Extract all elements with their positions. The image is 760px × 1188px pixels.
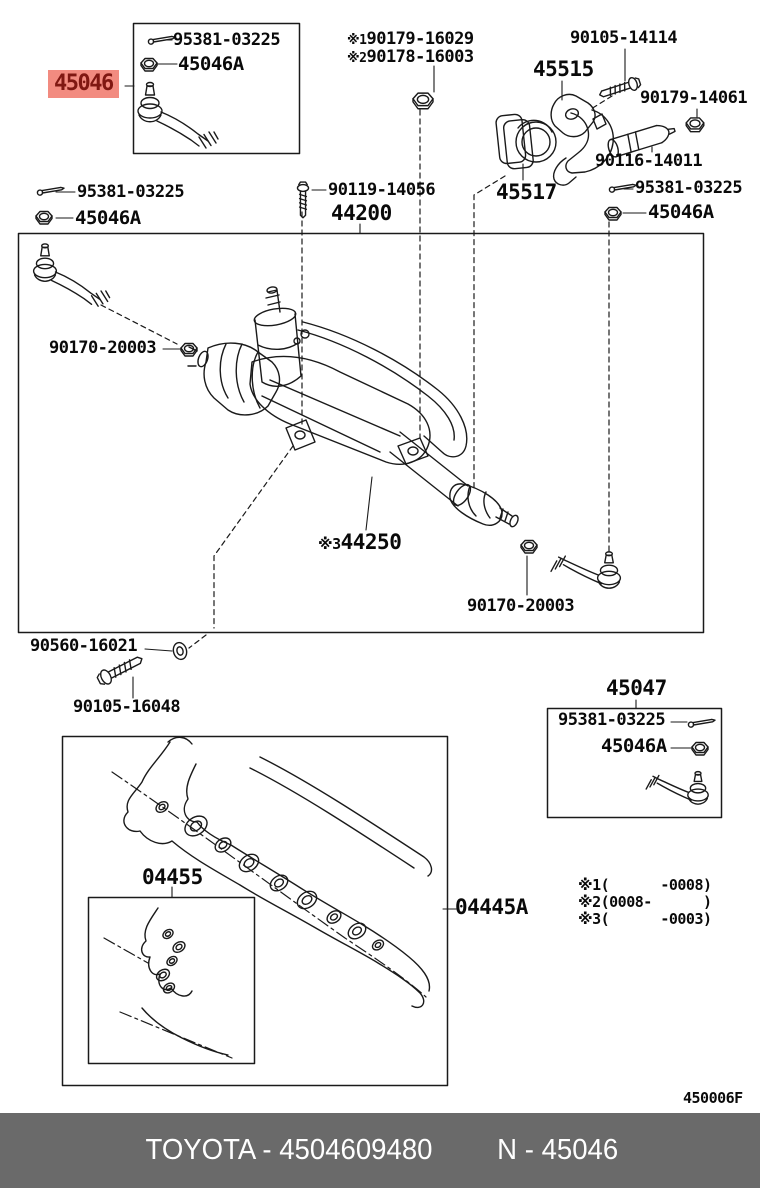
gasket-kit-inner-box (89, 898, 255, 1064)
bracket-bolt-icon (296, 181, 310, 219)
label-cotter-pin-tl[interactable]: 95381-03225 (173, 30, 281, 50)
castle-nut-icon (35, 210, 53, 225)
tie-rod-end-drawing (32, 243, 111, 307)
ref2-number: 90178-16003 (366, 47, 474, 67)
label-clamp-bolt[interactable]: 90105-14114 (570, 28, 678, 48)
label-nut-ref1[interactable]: ※190179-16029 (347, 29, 474, 49)
ref3-marker: ※3 (318, 535, 341, 553)
gasket-kit-drawing (124, 737, 432, 1007)
collar-drawing (606, 121, 677, 158)
mount-bolt-icon (94, 651, 147, 689)
label-clamp[interactable]: 45515 (533, 57, 594, 81)
label-tie-rod-kit[interactable]: 45047 (606, 676, 667, 700)
label-tie-rod-nut-bottom[interactable]: 90170-20003 (467, 596, 575, 616)
cotter-pin-icon (687, 718, 716, 728)
figure-code: 450006F (683, 1089, 743, 1107)
castle-nut-icon (140, 57, 158, 72)
castle-nut-icon (691, 741, 709, 756)
label-clamp-nut[interactable]: 90179-14061 (640, 88, 748, 108)
label-castle-nut-right[interactable]: 45046A (648, 201, 714, 223)
gasket-kit-box (63, 737, 448, 1086)
rack-clamp-drawing (551, 94, 613, 185)
note-ref3-range: ※3( -0003) (578, 910, 712, 928)
ref2-marker: ※2 (347, 51, 367, 66)
footer-brand-part-number: TOYOTA - 4504609480 (145, 1134, 433, 1166)
tie-rod-end-drawing (137, 81, 219, 149)
label-rack[interactable]: ※344250 (318, 530, 402, 554)
label-gasket-kit[interactable]: 04455 (142, 865, 203, 889)
label-kit-cotter-pin[interactable]: 95381-03225 (558, 710, 666, 730)
label-mount-bolt[interactable]: 90105-16048 (73, 697, 181, 717)
frame-boxes (19, 24, 722, 1086)
label-bracket-bolt[interactable]: 90119-14056 (328, 180, 436, 200)
nut-icon (685, 117, 705, 133)
cotter-pin-icon (36, 186, 65, 196)
leader-lines (56, 40, 697, 909)
label-tie-rod-nut-left[interactable]: 90170-20003 (49, 338, 157, 358)
gasket-kit-inner-drawing (142, 908, 228, 1055)
selected-part-label[interactable]: 45046 (48, 70, 119, 99)
label-cotter-pin-left[interactable]: 95381-03225 (77, 182, 185, 202)
dash-dot-centerlines (104, 772, 426, 1058)
label-gear-assembly[interactable]: 44200 (331, 201, 392, 225)
label-kit-castle-nut[interactable]: 45046A (601, 735, 667, 757)
washer-icon (170, 640, 190, 662)
label-nut-ref2[interactable]: ※290178-16003 (347, 47, 474, 67)
label-bushing[interactable]: 45517 (496, 180, 557, 204)
ref1-number: 90179-16029 (366, 29, 474, 49)
tie-rod-end-drawing (645, 771, 709, 805)
tie-rod-kit-box (548, 709, 722, 818)
ref1-marker: ※1 (347, 33, 367, 48)
tie-rod-detail-box (134, 24, 300, 154)
footer-part-ref: N - 45046 (497, 1134, 619, 1166)
tie-rod-end-drawing (550, 551, 622, 589)
cotter-pin-icon (608, 183, 637, 193)
castle-nut-icon (604, 206, 622, 221)
main-assembly-box (19, 234, 704, 633)
steering-rack-drawing (188, 286, 520, 528)
dashed-leader-lines (101, 96, 612, 648)
label-gasket-kit-b[interactable]: 04445A (455, 895, 528, 919)
note-ref1-range: ※1( -0008) (578, 876, 712, 894)
rack-number: 44250 (340, 530, 402, 554)
rack-bushing-drawing (495, 113, 556, 170)
label-castle-nut-tl[interactable]: 45046A (178, 53, 244, 75)
label-castle-nut-left[interactable]: 45046A (75, 207, 141, 229)
label-collar[interactable]: 90116-14011 (595, 151, 703, 171)
clamp-bolt-icon (597, 74, 643, 102)
footer-bar: TOYOTA - 4504609480 N - 45046 (0, 1113, 760, 1188)
label-mount-washer[interactable]: 90560-16021 (30, 636, 138, 656)
lock-nut-icon (412, 92, 434, 110)
note-ref2-range: ※2(0008- ) (578, 893, 712, 911)
nut-icon (520, 539, 538, 554)
label-cotter-pin-right[interactable]: 95381-03225 (635, 178, 743, 198)
